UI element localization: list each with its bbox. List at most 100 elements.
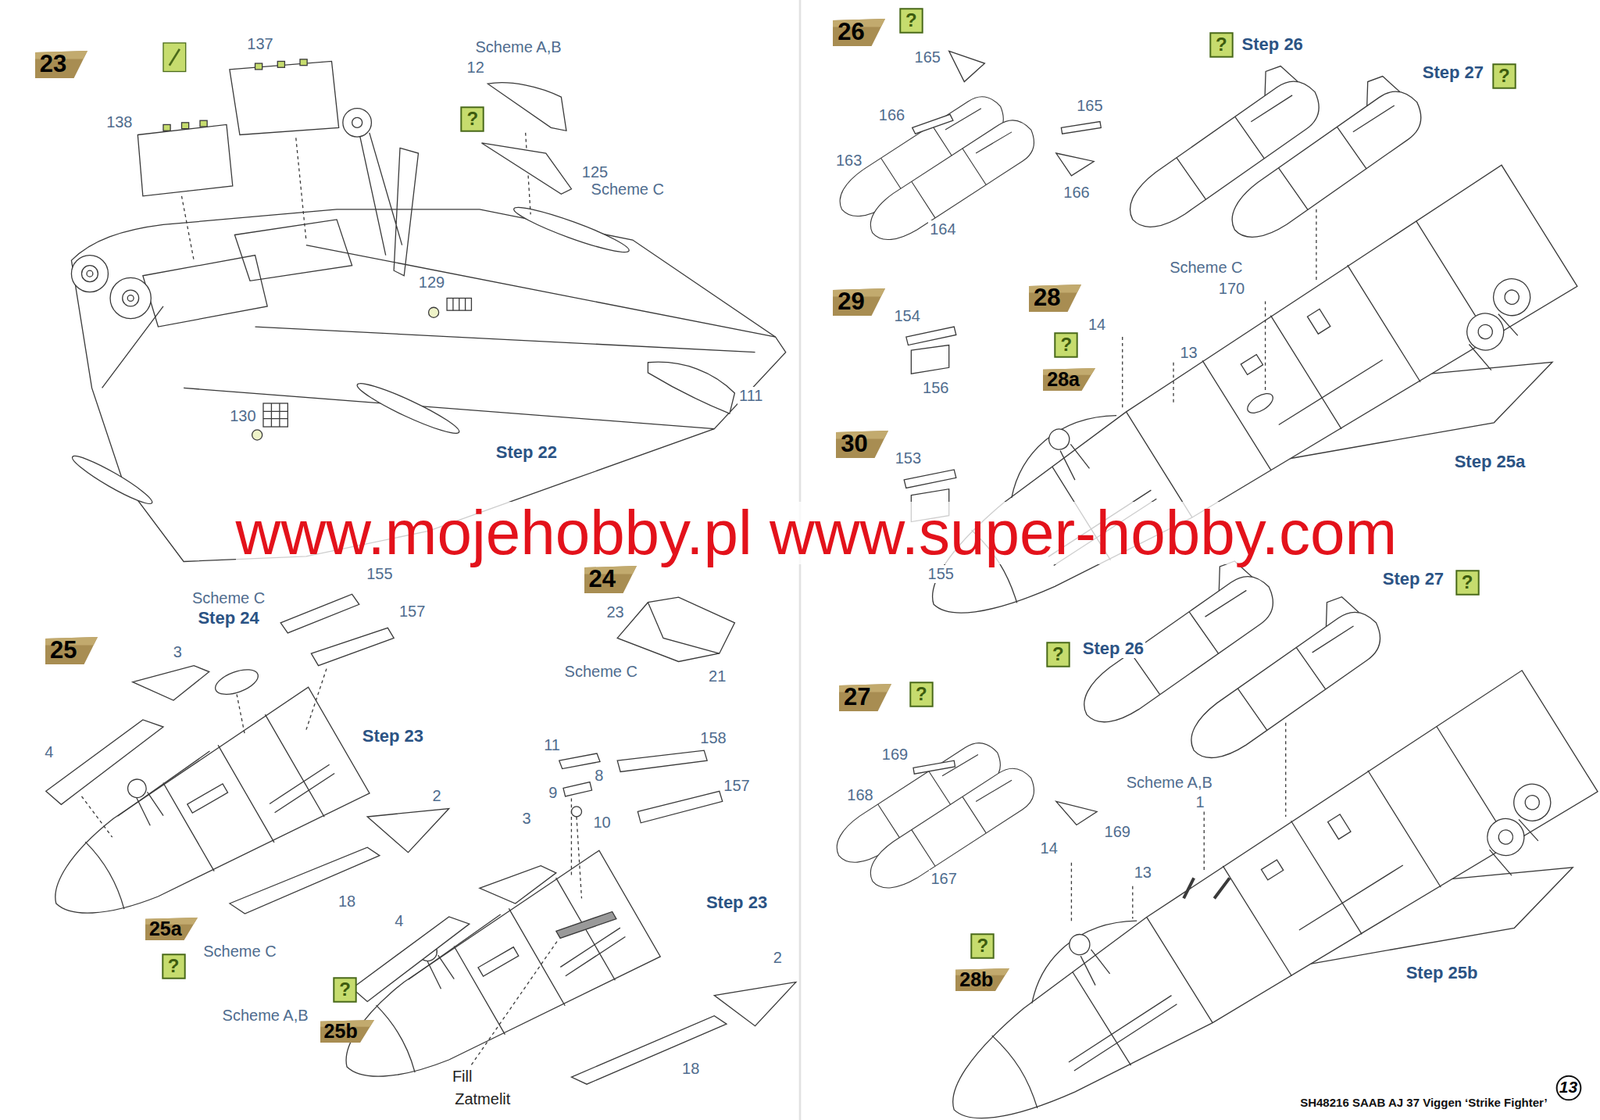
step-number: 28a — [1046, 368, 1080, 390]
step-badge: 27 — [839, 683, 892, 711]
callout-label: 157 — [721, 776, 751, 795]
step-badge: 28 — [1028, 284, 1082, 312]
callout-label: Scheme C — [190, 589, 267, 608]
step-23-drawing-part — [353, 377, 463, 440]
step-23-drawing-part — [263, 403, 288, 427]
step-25-drawing-part — [46, 719, 164, 804]
step-flag-fill — [584, 565, 637, 593]
step-25-drawing-part — [132, 665, 210, 700]
step-23-drawing-part — [252, 429, 263, 440]
callout-label: 158 — [698, 728, 728, 747]
callout-label: 166 — [877, 106, 907, 125]
step-23-drawing-part — [263, 403, 288, 427]
callout-label: 169 — [1103, 822, 1133, 841]
help-mark: ? — [167, 955, 180, 976]
step-23-drawing-part — [277, 60, 285, 68]
callout-label: 13 — [1178, 343, 1200, 362]
help-icon: ? — [1210, 32, 1233, 58]
step-23-drawing-part — [86, 270, 93, 277]
step-23-drawing-part — [481, 142, 572, 194]
step-25-drawing-part — [310, 627, 394, 665]
help-mark: ? — [976, 935, 989, 956]
page-number-text: 13 — [1559, 1078, 1579, 1095]
callout-label: 4 — [392, 911, 405, 930]
step-badge: 25 — [45, 636, 98, 665]
callout-label: 11 — [542, 735, 562, 754]
callout-label: 12 — [465, 58, 486, 77]
help-mark: ? — [1052, 643, 1065, 665]
step-23-drawing-part — [71, 255, 108, 293]
step-25b-drawing-part — [647, 602, 719, 654]
help-icon-box — [971, 934, 994, 958]
help-icon-box — [1055, 332, 1078, 357]
help-icon: ? — [162, 953, 186, 979]
callout-label: 170 — [1217, 279, 1247, 298]
help-icon-box — [1210, 32, 1233, 57]
step-26-27-drawing-part — [913, 760, 956, 774]
step-26-27-drawing-part — [860, 759, 1043, 899]
callout-label: 156 — [921, 378, 950, 397]
step-28-drawing-part — [1208, 65, 1432, 251]
step-28-drawing-part — [1071, 722, 1286, 924]
help-icon: ? — [1054, 332, 1078, 358]
step-25b-drawing-part — [352, 916, 470, 1001]
step-25-drawing-part — [280, 593, 360, 633]
step-badge: 28a — [1042, 367, 1096, 391]
callout-label: 21 — [707, 667, 728, 686]
callout-label: 155 — [364, 564, 394, 583]
step-25b-drawing-part — [556, 910, 617, 938]
footer-text: SH48216 SAAB AJ 37 Viggen ‘Strike Fighte… — [1298, 1095, 1550, 1109]
step-26-27-drawing-part — [1056, 800, 1097, 825]
step-25-drawing — [21, 593, 450, 957]
step-number: 25b — [324, 1020, 359, 1041]
step-number: 30 — [840, 431, 868, 458]
callout-label: 166 — [1061, 183, 1091, 202]
step-flag-fill — [835, 430, 889, 458]
help-mark: ? — [1060, 334, 1072, 355]
step-25-drawing-part — [367, 808, 449, 853]
step-28-drawing-part — [1183, 877, 1230, 898]
step-28-drawing-part — [1244, 389, 1277, 418]
step-28-drawing-part — [1167, 585, 1391, 772]
step-23-drawing-part — [142, 219, 353, 327]
callout-label: 157 — [397, 602, 427, 621]
step-23-drawing-part — [200, 120, 208, 127]
step-23-drawing-part — [181, 132, 531, 261]
callout-label: 138 — [104, 113, 134, 132]
step-flag-fill — [320, 1019, 375, 1043]
callout-label: 13 — [1132, 863, 1154, 882]
callout-label: Scheme A,B — [1125, 773, 1215, 792]
step-reference: Step 25a — [1453, 451, 1528, 472]
step-25-drawing-part — [212, 664, 262, 699]
help-mark: ? — [1215, 34, 1228, 55]
callout-label: 168 — [845, 785, 875, 804]
step-badge: 28b — [955, 967, 1010, 991]
help-icon: ? — [900, 8, 923, 33]
step-badge: 26 — [832, 18, 886, 47]
step-badge: 23 — [35, 50, 88, 79]
callout-label: 169 — [880, 745, 910, 764]
callout-label: Scheme C — [563, 662, 640, 681]
step-23-drawing-part — [163, 42, 186, 72]
callout-label: 14 — [1086, 315, 1108, 334]
step-23-drawing-part — [229, 60, 340, 135]
help-icon: ? — [1046, 642, 1070, 667]
help-mark: ? — [905, 10, 918, 31]
step-23-drawing-part — [102, 245, 776, 429]
step-number: 25 — [50, 637, 78, 664]
step-reference: Step 23 — [360, 725, 425, 746]
step-23-drawing — [68, 42, 786, 562]
step-23-drawing-part — [446, 297, 472, 311]
step-25b-drawing-part — [471, 797, 582, 1065]
note-text: Zatmelit — [453, 1089, 512, 1108]
page-number: 13 — [1556, 1075, 1582, 1100]
step-23-drawing-part — [647, 361, 735, 414]
step-reference: Step 24 — [196, 607, 261, 628]
step-flag-fill — [35, 50, 88, 79]
step-number: 28b — [959, 968, 994, 990]
help-icon-box — [1492, 64, 1515, 89]
step-23-drawing-part — [510, 200, 632, 258]
step-25b-drawing-part — [312, 843, 661, 1120]
step-26-27-drawing-part — [903, 469, 957, 489]
help-icon: ? — [1456, 570, 1479, 595]
